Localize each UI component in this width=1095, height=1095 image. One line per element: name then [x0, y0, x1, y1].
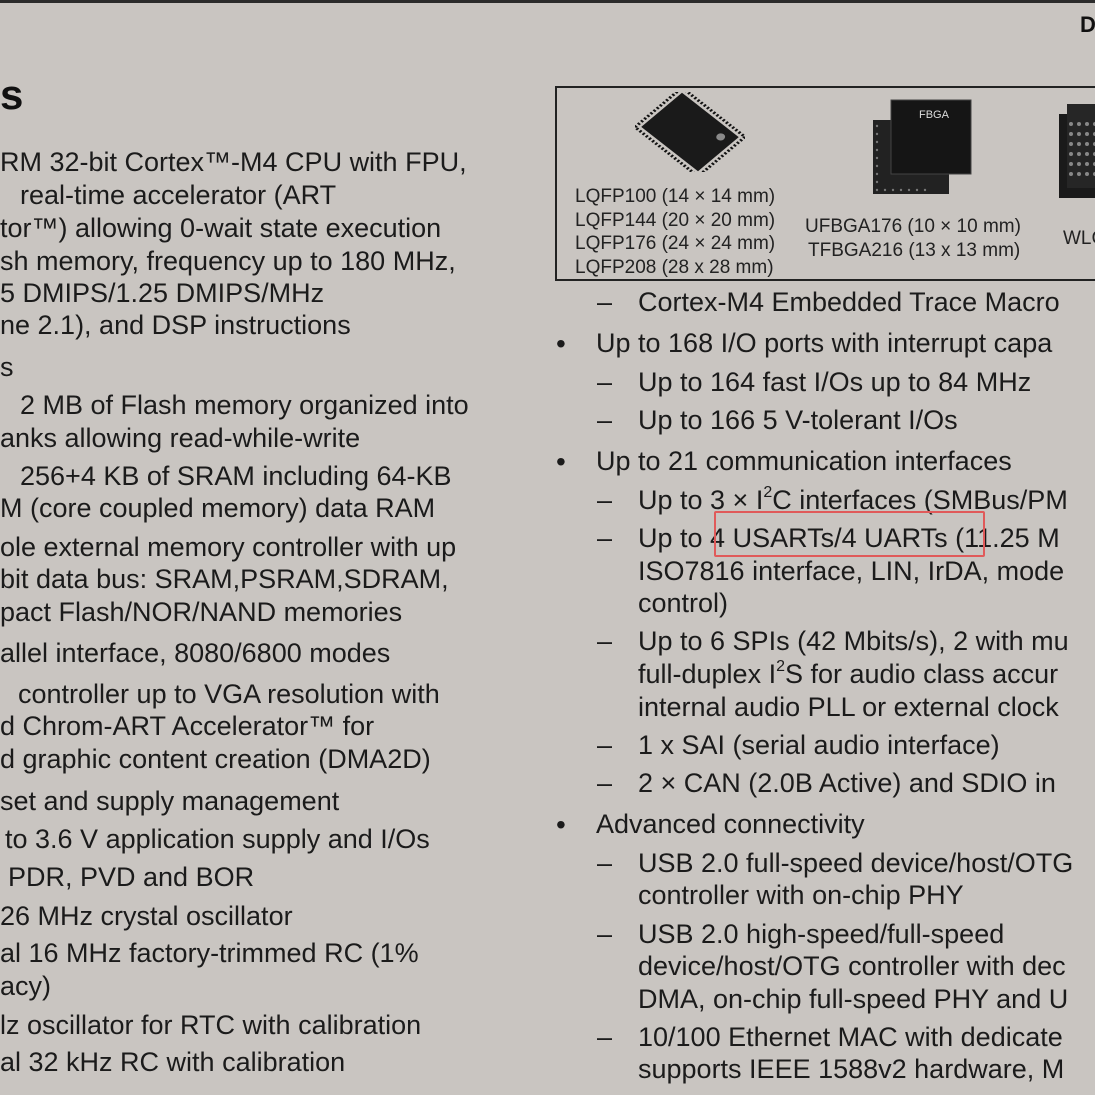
usart-prefix: Up to	[638, 523, 711, 553]
left-line: al 32 kHz RC with calibration	[0, 1047, 346, 1077]
dash-marker: –	[597, 919, 613, 949]
package-label: LQFP208 (28 x 28 mm)	[575, 257, 774, 278]
feature-line: internal audio PLL or external clock	[638, 692, 1059, 722]
left-line: s	[0, 352, 14, 382]
left-line: anks allowing read-while-write	[0, 423, 361, 453]
left-line: sh memory, frequency up to 180 MHz,	[0, 246, 456, 276]
fbga-chip-label: FBGA	[919, 109, 950, 121]
dash-marker: –	[597, 523, 613, 553]
dash-marker: –	[597, 730, 613, 760]
dash-marker: –	[597, 768, 613, 798]
left-line: RM 32-bit Cortex™-M4 CPU with FPU,	[0, 147, 467, 177]
feature-line: 1 x SAI (serial audio interface)	[638, 730, 1000, 760]
left-line: bit data bus: SRAM,PSRAM,SDRAM,	[0, 564, 449, 594]
feature-line: 10/100 Ethernet MAC with dedicate	[638, 1022, 1063, 1052]
left-line: d graphic content creation (DMA2D)	[0, 744, 431, 774]
left-line: ne 2.1), and DSP instructions	[0, 310, 351, 340]
dash-marker: –	[597, 405, 613, 435]
feature-line: Up to 166 5 V-tolerant I/Os	[638, 405, 958, 435]
section-heading: s	[0, 71, 24, 118]
left-line: set and supply management	[0, 786, 340, 816]
left-line: PDR, PVD and BOR	[8, 862, 255, 892]
left-line: al 16 MHz factory-trimmed RC (1%	[0, 938, 419, 968]
spi-text-a: full-duplex I	[638, 659, 777, 689]
i2c-superscript: 2	[763, 484, 773, 501]
feature-line: 2 × CAN (2.0B Active) and SDIO in	[638, 768, 1056, 798]
dash-marker: –	[597, 485, 613, 515]
left-line: pact Flash/NOR/NAND memories	[0, 597, 403, 627]
lqfp-chip-icon	[635, 92, 745, 172]
feature-line: supports IEEE 1588v2 hardware, M	[638, 1054, 1065, 1084]
bullet-marker: •	[556, 446, 566, 477]
header-corner-text: D	[1080, 12, 1095, 37]
package-label: TFBGA216 (13 x 13 mm)	[808, 240, 1021, 261]
i2c-text-a: Up to 3 × I	[638, 485, 764, 515]
dash-marker: –	[597, 848, 613, 878]
dash-marker: –	[597, 287, 613, 317]
feature-line: USB 2.0 high-speed/full-speed	[638, 919, 1005, 949]
feature-line: full-duplex I2S for audio class accur	[638, 658, 1058, 691]
usart-suffix: (11.25 M	[947, 523, 1060, 553]
left-line: lz oscillator for RTC with calibration	[0, 1010, 422, 1040]
package-label: LQFP100 (14 × 14 mm)	[575, 186, 776, 207]
package-label: UFBGA176 (10 × 10 mm)	[805, 216, 1021, 237]
left-line: 5 DMIPS/1.25 DMIPS/MHz	[0, 278, 325, 308]
left-line: controller up to VGA resolution with	[18, 679, 440, 709]
feature-line: Up to 3 × I2C interfaces (SMBus/PM	[638, 484, 1068, 517]
feature-line: ISO7816 interface, LIN, IrDA, mode	[638, 556, 1065, 586]
feature-line: controller with on-chip PHY	[638, 880, 964, 910]
feature-line: USB 2.0 full-speed device/host/OTG	[638, 848, 1074, 878]
feature-line: Up to 164 fast I/Os up to 84 MHz	[638, 367, 1032, 397]
left-line: ole external memory controller with up	[0, 532, 457, 562]
wlcsp-chip-icon	[1059, 104, 1095, 198]
feature-line: control)	[638, 588, 729, 618]
left-line: real-time accelerator (ART	[20, 180, 337, 210]
usart-highlighted-text: 4 USARTs/4 UARTs	[710, 523, 948, 553]
feature-heading: Up to 168 I/O ports with interrupt capa	[596, 328, 1053, 358]
bullet-marker: •	[556, 809, 566, 840]
left-line: d Chrom-ART Accelerator™ for	[0, 711, 375, 741]
left-line: 256+4 KB of SRAM including 64-KB	[20, 461, 452, 491]
feature-line: Up to 4 USARTs/4 UARTs (11.25 M	[638, 522, 1060, 555]
top-rule	[0, 0, 1095, 3]
left-line: 26 MHz crystal oscillator	[0, 901, 293, 931]
bullet-marker: •	[556, 328, 566, 359]
package-label: LQFP144 (20 × 20 mm)	[575, 210, 776, 231]
i2c-text-b: C interfaces (SMBus/PM	[772, 485, 1068, 515]
fbga-chip-icon: FBGA	[873, 99, 972, 194]
left-line: tor™) allowing 0-wait state execution	[0, 213, 442, 243]
package-figure: FBGA LQFP100 (14 × 14 mm) LQFP144 (20 × …	[555, 86, 1095, 281]
left-line: to 3.6 V application supply and I/Os	[5, 824, 430, 854]
spi-text-b: S for audio class accur	[784, 659, 1059, 689]
i2s-superscript: 2	[776, 658, 785, 675]
feature-line: Up to 6 SPIs (42 Mbits/s), 2 with mu	[638, 626, 1069, 656]
feature-line: device/host/OTG controller with dec	[638, 951, 1066, 981]
left-line: acy)	[0, 971, 52, 1001]
dash-marker: –	[597, 367, 613, 397]
dash-marker: –	[597, 626, 613, 656]
left-line: allel interface, 8080/6800 modes	[0, 638, 391, 668]
feature-heading: Advanced connectivity	[596, 809, 865, 839]
left-line: 2 MB of Flash memory organized into	[20, 390, 469, 420]
package-label: LQFP176 (24 × 24 mm)	[575, 233, 776, 254]
feature-line: DMA, on-chip full-speed PHY and U	[638, 984, 1069, 1014]
feature-heading: Up to 21 communication interfaces	[596, 446, 1012, 476]
feature-line: Cortex-M4 Embedded Trace Macro	[638, 287, 1060, 317]
highlight-box	[714, 511, 985, 557]
dash-marker: –	[597, 1022, 613, 1052]
package-label: WLC	[1063, 228, 1095, 249]
left-line: M (core coupled memory) data RAM	[0, 493, 436, 523]
